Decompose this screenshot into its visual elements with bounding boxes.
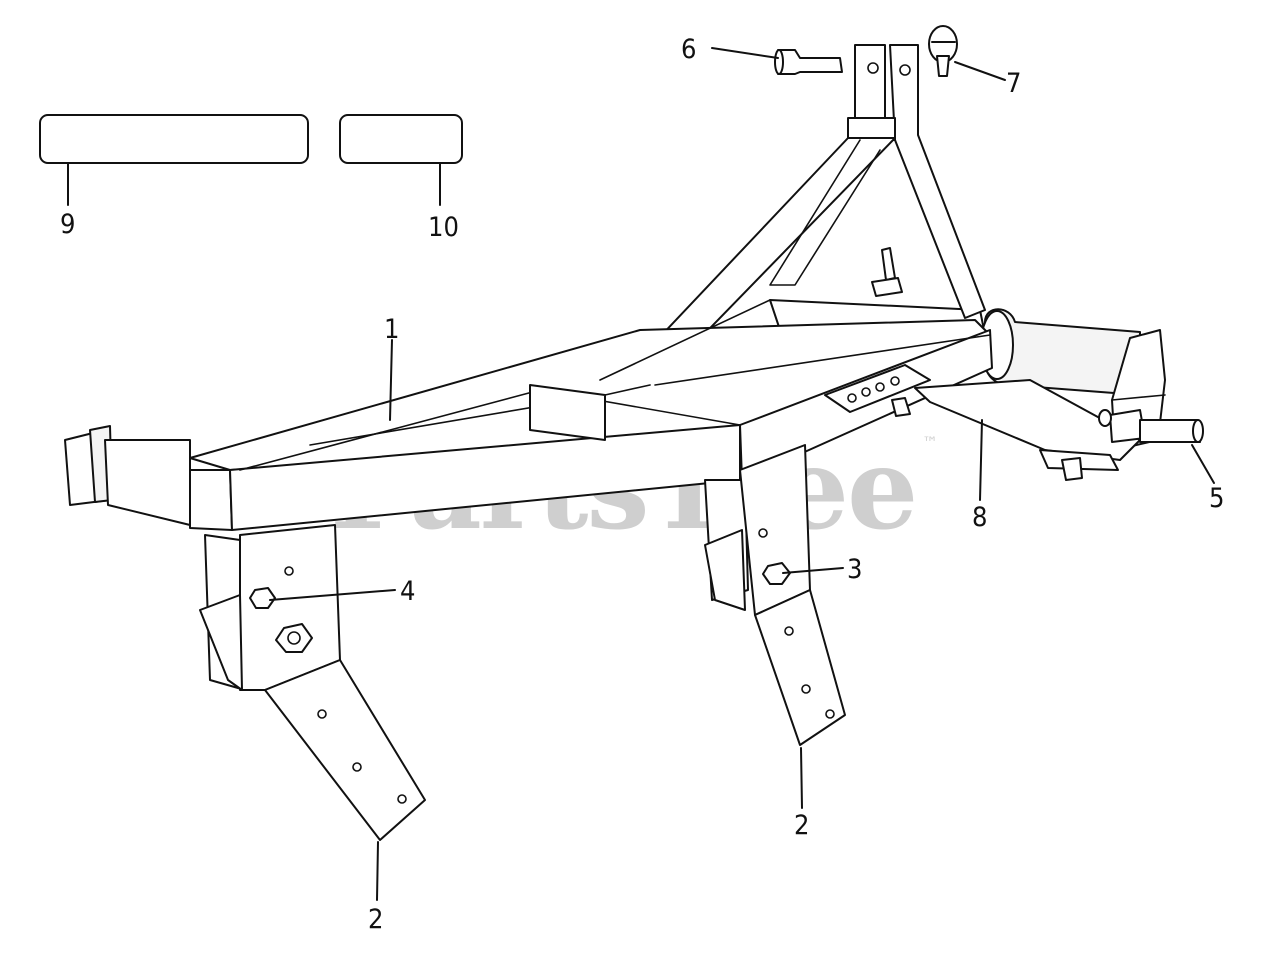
callout-2-left: 2 (368, 904, 383, 935)
adjust-bolt[interactable] (871, 247, 903, 297)
nut-4[interactable] (249, 587, 276, 609)
decal-10[interactable] (339, 114, 463, 164)
callout-2-right: 2 (794, 810, 809, 841)
callout-8: 8 (972, 502, 987, 533)
callout-9: 9 (60, 209, 75, 240)
lower-link-arm[interactable] (914, 379, 1141, 481)
watermark-tm: ™ (922, 433, 938, 452)
callout-7: 7 (1006, 68, 1021, 99)
lower-hitch-pin[interactable] (1098, 409, 1204, 443)
callout-6: 6 (681, 34, 696, 65)
shank-left[interactable] (199, 524, 426, 841)
callout-1: 1 (384, 314, 399, 345)
bolt-left-large[interactable] (275, 623, 313, 653)
callout-10: 10 (428, 212, 459, 243)
decal-9[interactable] (39, 114, 309, 164)
callout-4: 4 (400, 576, 415, 607)
callout-5: 5 (1209, 483, 1224, 514)
callouts: 9 10 1 6 7 8 5 3 4 2 2 (60, 34, 1224, 935)
leader-lines (67, 47, 1215, 901)
hitch-plate[interactable] (824, 364, 931, 417)
nut-3[interactable] (762, 562, 791, 585)
top-pin[interactable] (774, 49, 843, 75)
callout-3: 3 (847, 554, 862, 585)
lynch-pin[interactable] (928, 25, 958, 77)
